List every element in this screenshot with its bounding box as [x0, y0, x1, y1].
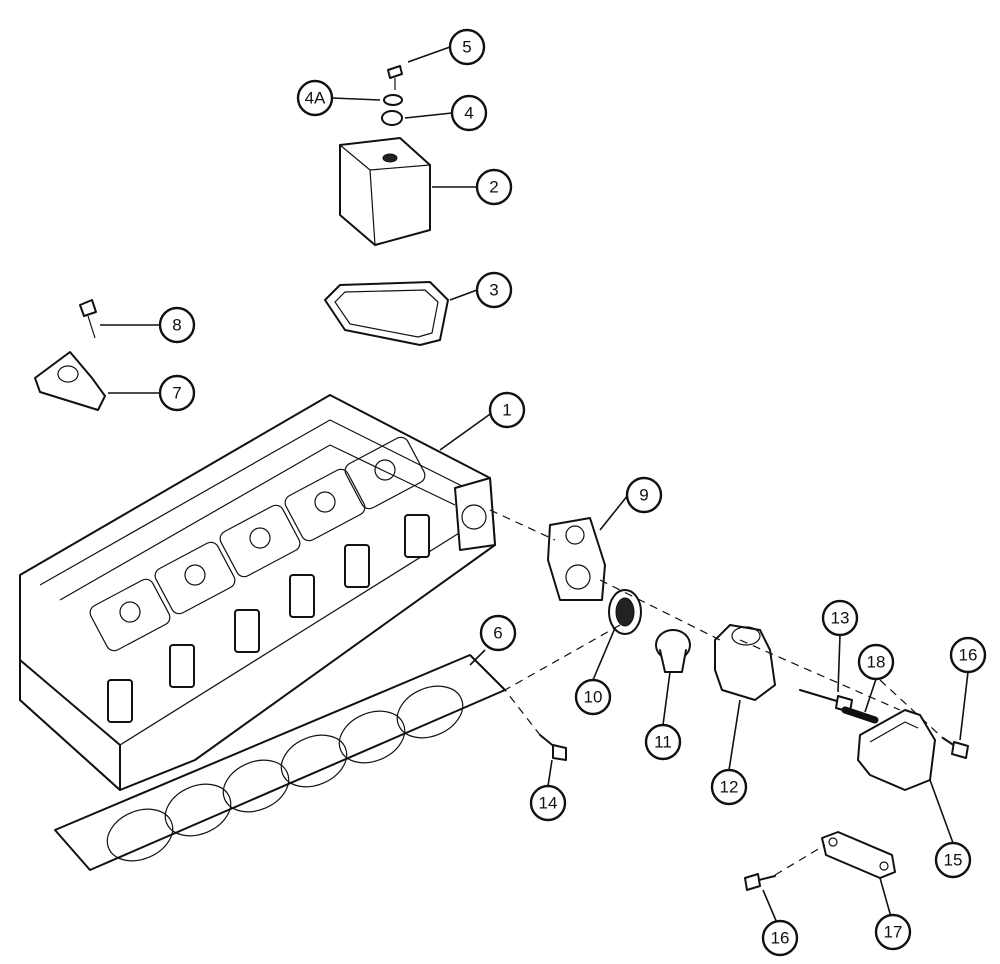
svg-text:7: 7 [172, 384, 181, 403]
svg-text:12: 12 [720, 778, 739, 797]
bolt-16b-part [744, 873, 776, 891]
svg-text:16: 16 [959, 646, 978, 665]
callout-4a: 4A [296, 79, 334, 117]
svg-text:14: 14 [539, 794, 558, 813]
bracket-bolt-part [79, 299, 97, 339]
thermostat-part [655, 629, 691, 673]
leader-lines [100, 46, 969, 931]
strap-part [821, 831, 896, 879]
mounting-bracket-part [857, 709, 936, 791]
rocker-cover-part [339, 137, 431, 246]
callout-8: 8 [158, 306, 196, 344]
svg-text:6: 6 [493, 624, 502, 643]
svg-text:17: 17 [884, 923, 903, 942]
cover-bolt-part [387, 65, 403, 90]
callout-16-top: 16 [949, 636, 987, 674]
callout-14: 14 [529, 784, 567, 822]
callout-4: 4 [450, 94, 488, 132]
callout-2: 2 [475, 168, 513, 206]
dowel-pin-part [841, 706, 879, 724]
svg-text:5: 5 [462, 38, 471, 57]
callout-5: 5 [448, 28, 486, 66]
cylinder-head-part [19, 394, 496, 791]
callout-6: 6 [479, 614, 517, 652]
svg-text:3: 3 [489, 281, 498, 300]
svg-text:13: 13 [831, 609, 850, 628]
lifting-bracket-part [34, 351, 106, 411]
alignment-lines [489, 509, 946, 876]
svg-text:16: 16 [771, 929, 790, 948]
bolt-16a-part [942, 737, 969, 759]
svg-text:1: 1 [502, 401, 511, 420]
svg-text:8: 8 [172, 316, 181, 335]
thermostat-gasket-part [547, 517, 606, 601]
thermostat-housing-part [714, 624, 776, 701]
seal-part [608, 589, 642, 635]
svg-text:2: 2 [489, 178, 498, 197]
bolt-14-part [539, 734, 567, 761]
seal-washer-4-part [381, 110, 403, 126]
callout-9: 9 [625, 476, 663, 514]
svg-text:18: 18 [867, 653, 886, 672]
svg-text:10: 10 [584, 688, 603, 707]
callout-15: 15 [934, 841, 972, 879]
cover-gasket-part [324, 281, 449, 346]
svg-text:4: 4 [464, 104, 473, 123]
callout-11: 11 [644, 723, 682, 761]
callout-13: 13 [821, 599, 859, 637]
svg-text:11: 11 [654, 733, 672, 752]
callout-1: 1 [488, 391, 526, 429]
callout-7: 7 [158, 374, 196, 412]
callout-12: 12 [710, 768, 748, 806]
callout-18: 18 [857, 643, 895, 681]
callout-17: 17 [874, 913, 912, 951]
svg-text:9: 9 [639, 486, 648, 505]
callout-10: 10 [574, 678, 612, 716]
callout-3: 3 [475, 271, 513, 309]
svg-text:15: 15 [944, 851, 963, 870]
washer-4a-part [383, 94, 403, 106]
callout-16-bottom: 16 [761, 919, 799, 957]
svg-text:4A: 4A [305, 89, 326, 108]
